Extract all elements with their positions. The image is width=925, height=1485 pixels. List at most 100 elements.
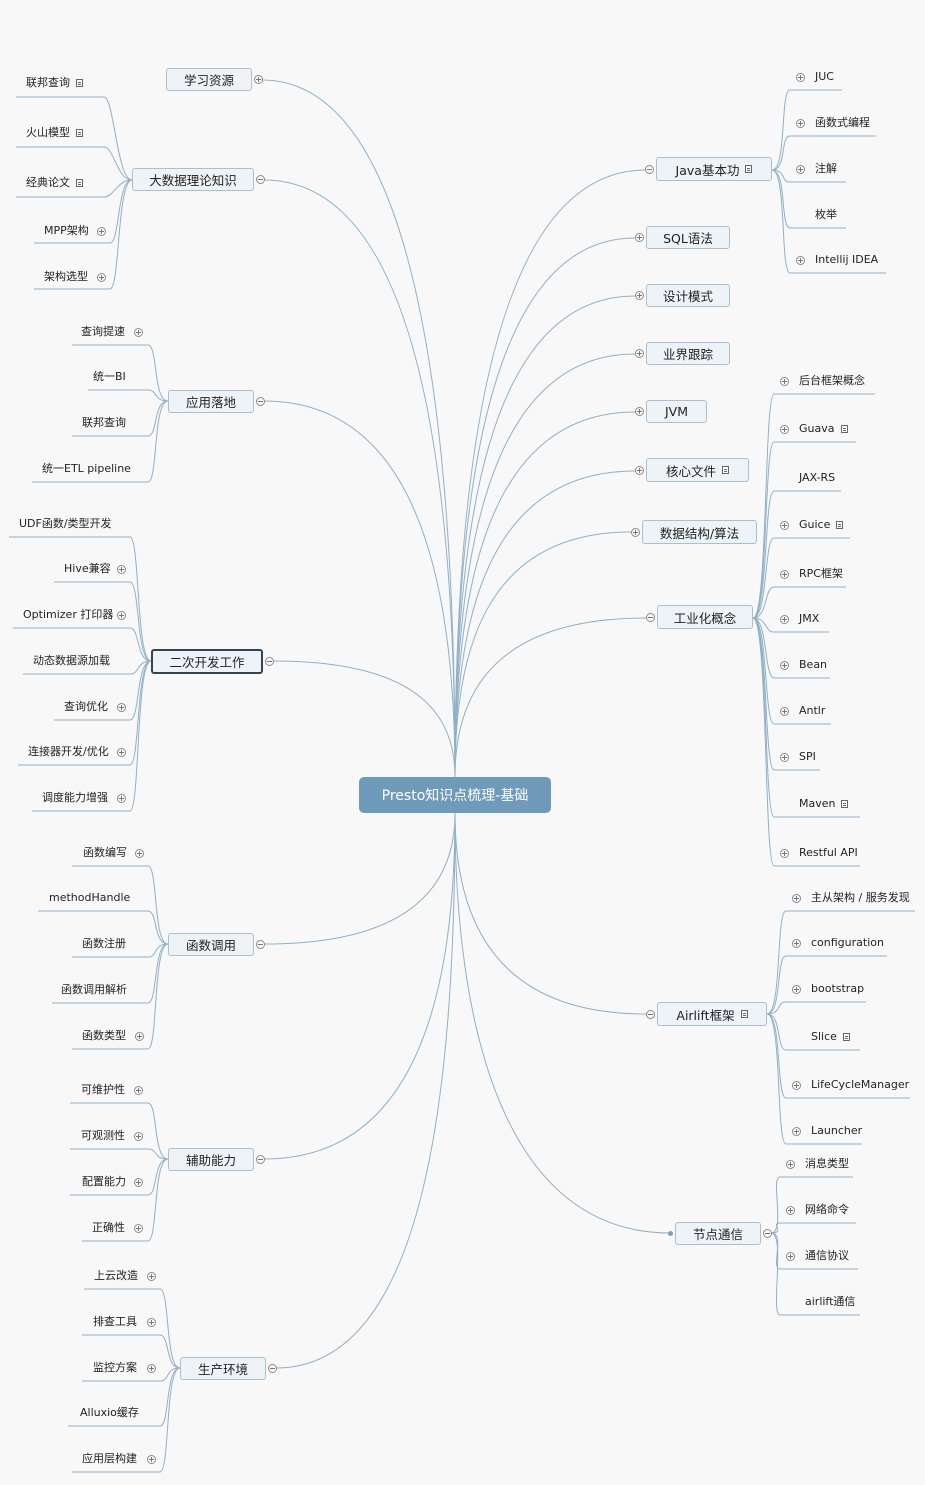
collapse-icon[interactable] [763,1229,772,1238]
expand-icon[interactable] [780,425,789,434]
topic-learning-resources[interactable]: 学习资源 [166,68,252,91]
leaf-master-slave[interactable]: 主从架构 / 服务发现 [811,889,910,907]
leaf-unified-bi[interactable]: 统一BI [93,368,126,386]
leaf-connector-dev[interactable]: 连接器开发/优化 [28,743,109,761]
leaf-jmx[interactable]: JMX [799,610,819,628]
topic-java-basics[interactable]: Java基本功 [656,157,772,181]
expand-icon[interactable] [134,1224,143,1233]
leaf-launcher[interactable]: Launcher [811,1122,862,1140]
topic-jvm[interactable]: JVM [646,400,707,423]
expand-icon[interactable] [792,1127,801,1136]
leaf-juc[interactable]: JUC [815,68,834,86]
expand-icon[interactable] [147,1364,156,1373]
expand-icon[interactable] [635,466,644,475]
leaf-bean[interactable]: Bean [799,656,827,674]
leaf-message-types[interactable]: 消息类型 [805,1155,849,1173]
topic-secondary-dev[interactable]: 二次开发工作 [151,649,263,674]
topic-function-call[interactable]: 函数调用 [168,933,254,956]
leaf-unified-etl[interactable]: 统一ETL pipeline [42,460,131,478]
note-icon[interactable] [745,165,753,173]
expand-icon[interactable] [134,328,143,337]
leaf-function-types[interactable]: 函数类型 [82,1027,126,1045]
expand-icon[interactable] [117,748,126,757]
expand-icon[interactable] [792,894,801,903]
leaf-mpp-arch[interactable]: MPP架构 [44,222,89,240]
topic-production[interactable]: 生产环境 [180,1357,266,1380]
leaf-enum[interactable]: 枚举 [815,206,837,224]
leaf-annotations[interactable]: 注解 [815,160,837,178]
leaf-classic-papers[interactable]: 经典论文 [26,174,83,192]
expand-icon[interactable] [635,291,644,300]
expand-icon[interactable] [792,939,801,948]
leaf-network-commands[interactable]: 网络命令 [805,1201,849,1219]
leaf-guice[interactable]: Guice [799,516,844,534]
expand-icon[interactable] [635,407,644,416]
leaf-monitoring[interactable]: 监控方案 [93,1359,137,1377]
note-icon[interactable] [740,1010,748,1018]
collapse-icon[interactable] [646,613,655,622]
topic-aux-capability[interactable]: 辅助能力 [168,1148,254,1171]
collapse-icon[interactable] [268,1364,277,1373]
leaf-lifecycle-manager[interactable]: LifeCycleManager [811,1076,909,1094]
leaf-functional-programming[interactable]: 函数式编程 [815,114,870,132]
expand-icon[interactable] [134,1178,143,1187]
topic-airlift[interactable]: Airlift框架 [657,1002,767,1026]
leaf-antlr[interactable]: Antlr [799,702,825,720]
topic-application[interactable]: 应用落地 [168,390,254,413]
expand-icon[interactable] [254,75,263,84]
expand-icon[interactable] [631,528,640,537]
expand-icon[interactable] [780,849,789,858]
leaf-comm-protocol[interactable]: 通信协议 [805,1247,849,1265]
expand-icon[interactable] [117,611,126,620]
leaf-bootstrap[interactable]: bootstrap [811,980,864,998]
topic-design-patterns[interactable]: 设计模式 [646,284,730,307]
expand-icon[interactable] [780,615,789,624]
leaf-debug-tools[interactable]: 排查工具 [93,1313,137,1331]
expand-icon[interactable] [147,1318,156,1327]
collapse-icon[interactable] [256,175,265,184]
expand-icon[interactable] [780,707,789,716]
note-icon[interactable] [76,179,83,187]
collapse-icon[interactable] [265,657,274,666]
root-topic[interactable]: Presto知识点梳理-基础 [359,777,551,813]
expand-icon[interactable] [134,1132,143,1141]
leaf-volcano-model[interactable]: 火山模型 [26,124,83,142]
expand-icon[interactable] [792,985,801,994]
note-icon[interactable] [76,129,83,137]
leaf-app-layer[interactable]: 应用层构建 [82,1450,137,1468]
expand-icon[interactable] [796,256,805,265]
leaf-hive-compat[interactable]: Hive兼容 [64,560,111,578]
expand-icon[interactable] [135,1032,144,1041]
expand-icon[interactable] [780,753,789,762]
collapse-icon[interactable] [256,940,265,949]
topic-industrial-concepts[interactable]: 工业化概念 [657,605,753,629]
expand-icon[interactable] [147,1455,156,1464]
leaf-function-resolve[interactable]: 函数调用解析 [61,981,127,999]
topic-node-communication[interactable]: 节点通信 [675,1222,761,1245]
expand-icon[interactable] [147,1272,156,1281]
collapse-icon[interactable] [645,165,654,174]
expand-icon[interactable] [635,233,644,242]
leaf-alluxio-cache[interactable]: Alluxio缓存 [80,1404,139,1422]
leaf-correctness[interactable]: 正确性 [92,1219,125,1237]
leaf-configurability[interactable]: 配置能力 [82,1173,126,1191]
expand-icon[interactable] [786,1252,795,1261]
expand-icon[interactable] [117,794,126,803]
leaf-scheduling[interactable]: 调度能力增强 [42,789,108,807]
topic-core-files[interactable]: 核心文件 [646,458,749,482]
leaf-arch-selection[interactable]: 架构选型 [44,268,88,286]
leaf-cloud-migration[interactable]: 上云改造 [94,1267,138,1285]
expand-icon[interactable] [780,521,789,530]
expand-icon[interactable] [135,849,144,858]
leaf-backend-framework[interactable]: 后台框架概念 [799,372,865,390]
expand-icon[interactable] [134,1086,143,1095]
leaf-query-optimization[interactable]: 查询优化 [64,698,108,716]
expand-icon[interactable] [792,1081,801,1090]
leaf-maven[interactable]: Maven [799,795,849,813]
expand-icon[interactable] [780,570,789,579]
leaf-spi[interactable]: SPI [799,748,816,766]
expand-icon[interactable] [786,1160,795,1169]
leaf-function-register[interactable]: 函数注册 [82,935,126,953]
leaf-guava[interactable]: Guava [799,420,848,438]
expand-icon[interactable] [117,703,126,712]
